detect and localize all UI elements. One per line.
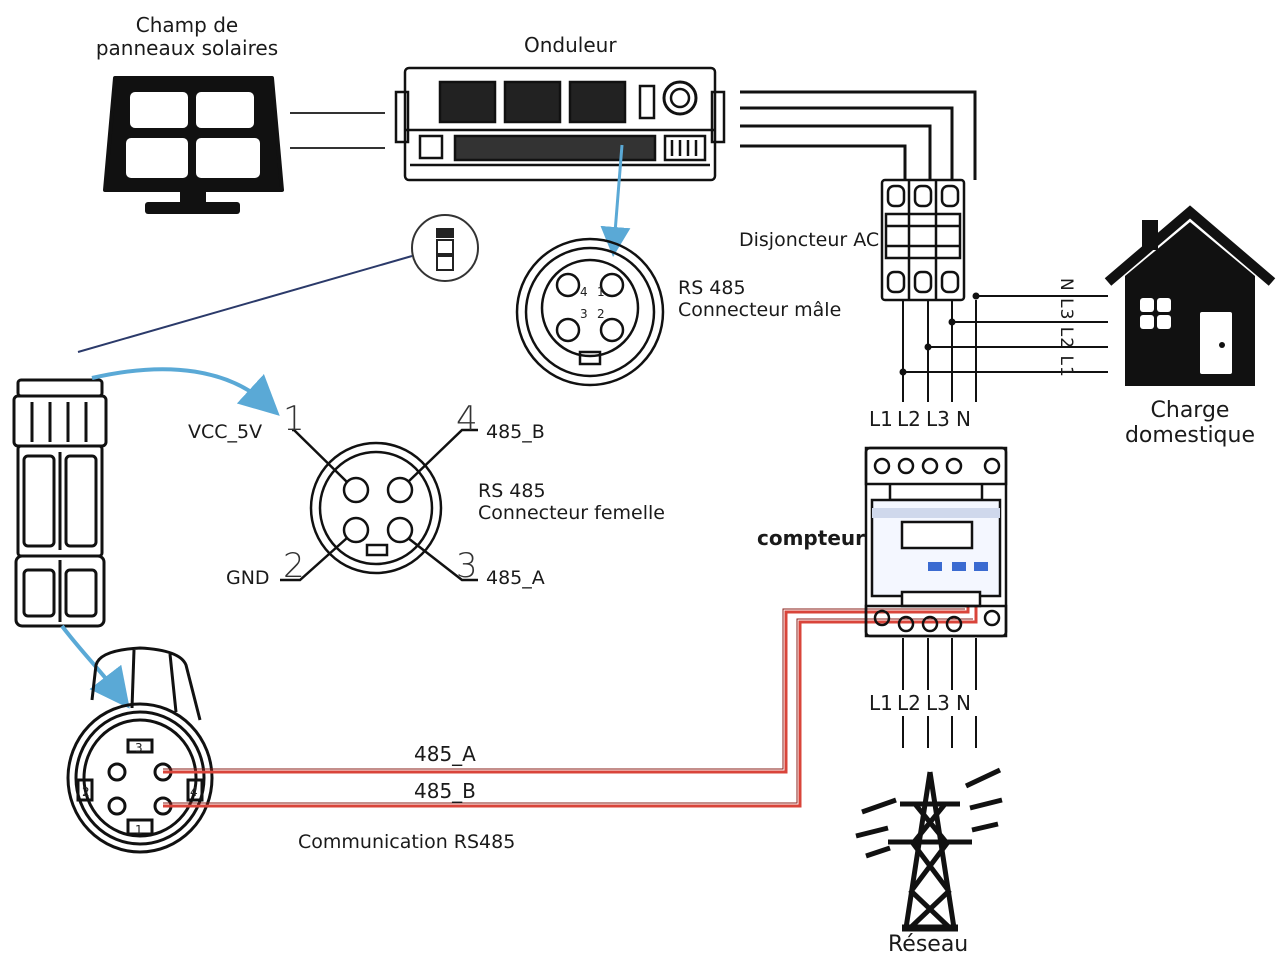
pin-gnd-label: GND <box>226 567 270 589</box>
arrow-inverter-to-male <box>600 144 631 257</box>
svg-text:3: 3 <box>135 741 143 755</box>
pin-vcc-label: VCC_5V <box>188 421 263 443</box>
ac-breaker-icon <box>880 178 966 302</box>
phase-label-l2: L2 <box>897 407 921 431</box>
breaker-to-meter-wires <box>902 300 977 402</box>
dc-wires <box>290 112 385 149</box>
wire-a-label: 485_A <box>414 742 476 766</box>
svg-text:4: 4 <box>190 785 198 799</box>
pin-number-2: 2 <box>283 546 305 586</box>
phase-label-l1: L1 <box>869 407 893 431</box>
svg-text:1: 1 <box>597 285 605 299</box>
pin-number-1: 1 <box>283 399 305 439</box>
home-phase-labels: N L3 L2 L1 <box>1056 278 1076 378</box>
meter-to-grid-wires <box>902 638 977 748</box>
bottom-connector-icon <box>66 646 214 854</box>
pin-number-4: 4 <box>456 399 478 439</box>
communication-label: Communication RS485 <box>298 831 516 853</box>
svg-text:3: 3 <box>580 307 588 321</box>
phase-label-l1: L1 <box>869 691 893 715</box>
connector-detail-icon <box>77 214 479 353</box>
svg-text:2: 2 <box>82 785 90 799</box>
pin-number-3: 3 <box>456 546 478 586</box>
solar-panel-icon <box>103 76 284 214</box>
svg-text:1: 1 <box>135 823 143 837</box>
home-load-wires <box>899 292 1108 376</box>
meter-icon <box>864 446 1008 638</box>
grid-label: Réseau <box>888 932 969 957</box>
power-pylon-icon <box>855 767 1003 932</box>
female-connector-label: RS 485 Connecteur femelle <box>478 480 665 524</box>
svg-text:4: 4 <box>580 285 588 299</box>
home-load-label: Charge domestique <box>1124 398 1256 449</box>
ac-output-wires <box>740 90 977 180</box>
meter-label: compteur <box>757 526 865 550</box>
rs485-wires <box>163 594 978 808</box>
phase-label-l2: L2 <box>897 691 921 715</box>
cable-plug-icon <box>12 378 108 628</box>
inverter-icon <box>394 66 726 182</box>
arrow-plug-to-bottom <box>60 624 130 709</box>
ac-breaker-label: Disjoncteur AC <box>739 229 880 251</box>
solar-field-label: Champ de panneaux solaires <box>95 13 279 60</box>
male-connector-icon <box>515 237 665 387</box>
inverter-label: Onduleur <box>524 33 617 57</box>
phase-label-l3: L3 <box>926 691 950 715</box>
female-connector-icon <box>280 428 478 582</box>
pin-b-label: 485_B <box>486 421 545 443</box>
phase-label-n: N <box>956 407 971 431</box>
svg-text:2: 2 <box>597 307 605 321</box>
house-icon <box>1104 205 1276 386</box>
male-connector-label: RS 485 Connecteur mâle <box>678 277 842 321</box>
wire-b-label: 485_B <box>414 779 476 803</box>
pin-a-label: 485_A <box>486 567 545 589</box>
phase-label-l3: L3 <box>926 407 950 431</box>
phase-label-n: N <box>956 691 971 715</box>
arrow-plug-to-female <box>91 367 280 416</box>
